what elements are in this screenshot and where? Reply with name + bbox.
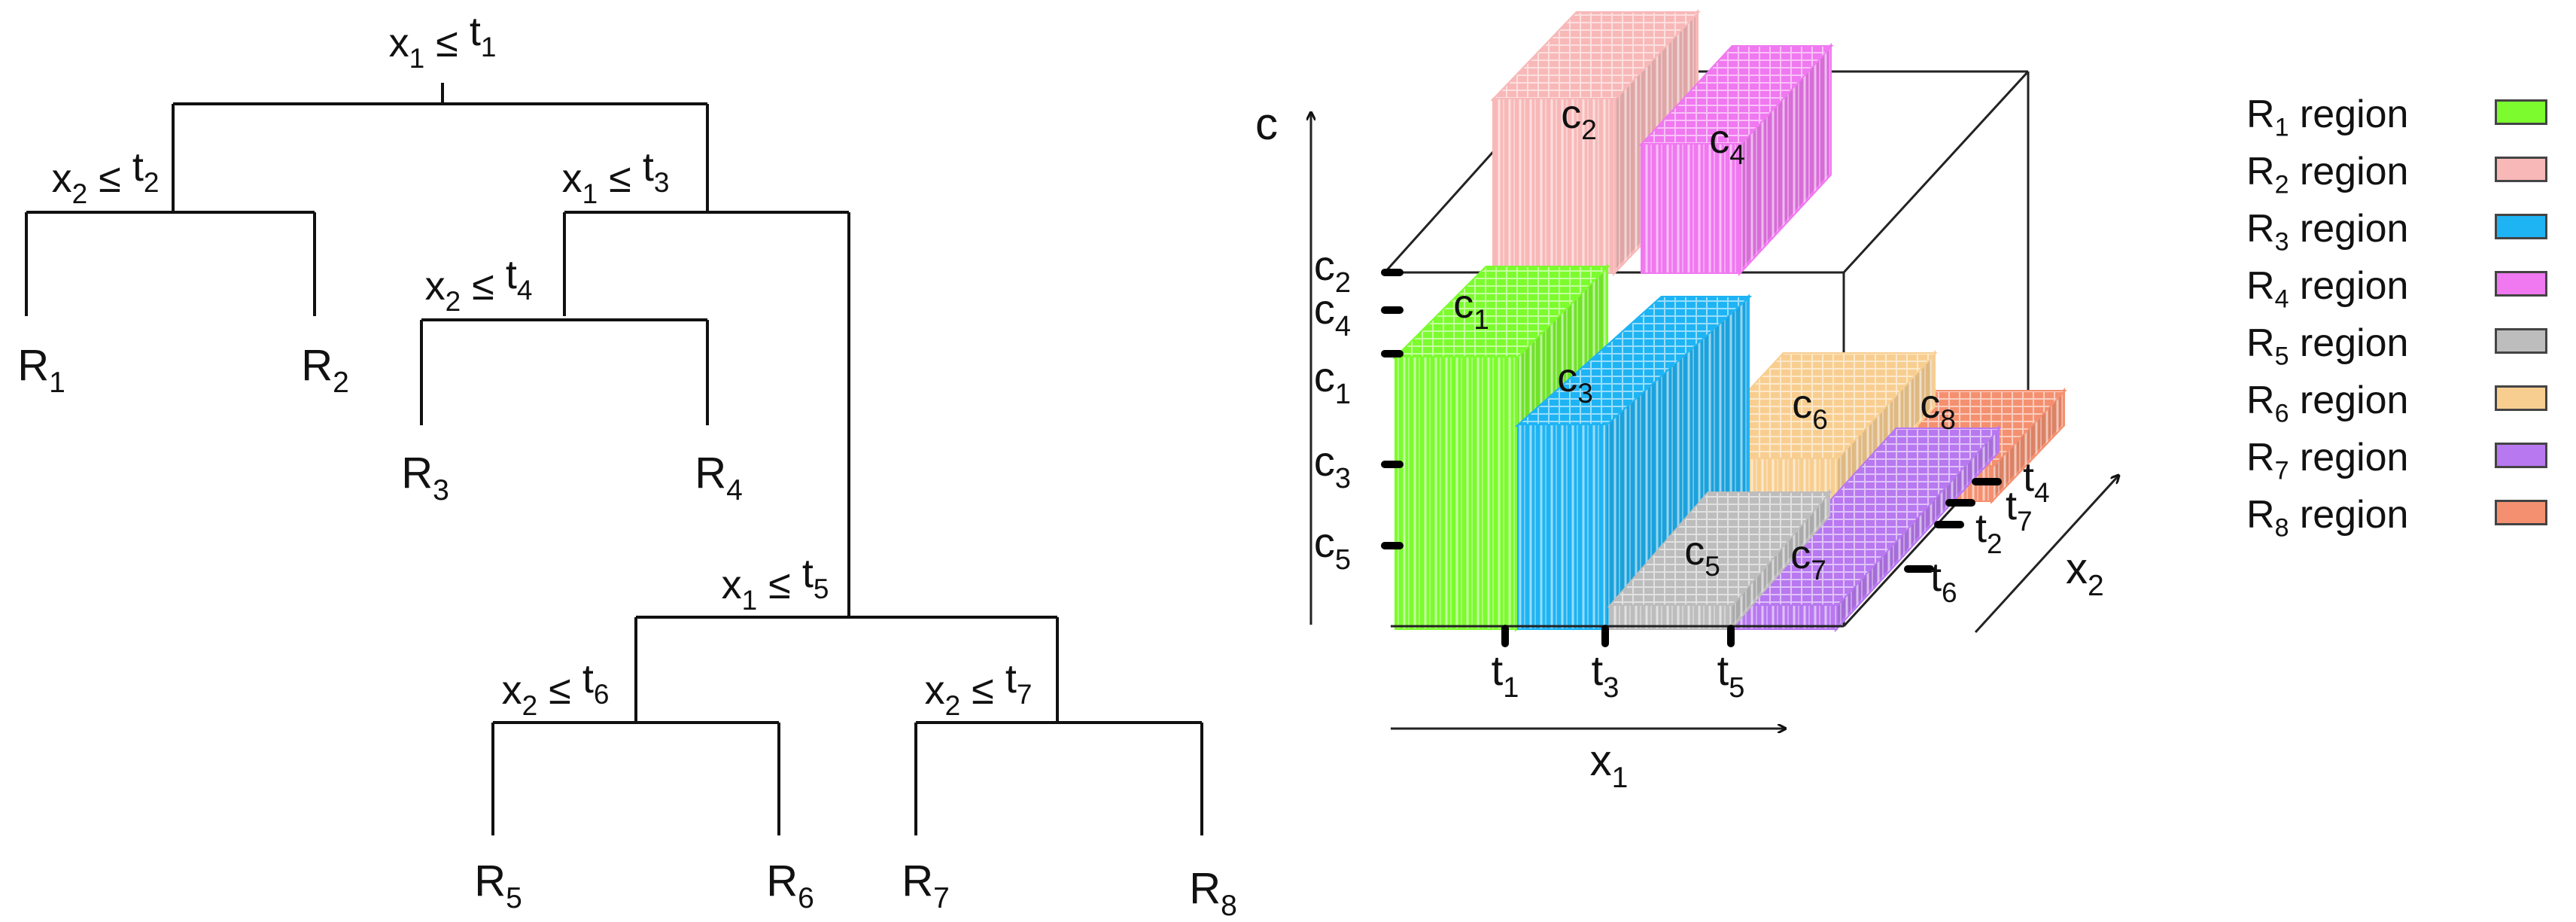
split-condition-s7: x2 ≤ t7 [925, 656, 1033, 721]
bar-label-c5: c5 [1684, 528, 1720, 582]
legend-swatch [2495, 500, 2547, 525]
bar-R5-front-texture [1610, 606, 1731, 628]
legend-swatch [2495, 99, 2547, 125]
tree-labels: x1 ≤ t1 x2 ≤ t2 x1 ≤ t3 x2 ≤ t4 x1 ≤ t5 x2 ≤ … [17, 9, 1237, 922]
bar-R3-top-texture [1519, 297, 1748, 425]
bar-R4-front-texture [1642, 145, 1740, 272]
bar-label-c6: c6 [1792, 382, 1828, 435]
leaf-R7: R7 [902, 857, 950, 914]
bar-R7-side-texture [1836, 429, 1998, 628]
bar-R2-front-texture [1494, 99, 1614, 272]
legend-item-R1: R1 region [2246, 90, 2562, 141]
x2-tick-label-t7: t7 [2006, 483, 2033, 537]
bar-R5 [1607, 488, 1832, 633]
legend-label: R7 region [2246, 436, 2409, 485]
bar-label-c2: c2 [1561, 92, 1597, 145]
legend-label: R4 region [2246, 264, 2409, 314]
split-condition-s4: x2 ≤ t4 [425, 252, 533, 317]
split-condition-s3: x1 ≤ t3 [562, 145, 670, 209]
box-edge [1842, 70, 2030, 274]
decision-tree [25, 83, 1203, 835]
legend-label: R3 region [2246, 207, 2409, 257]
bar-R7 [1731, 424, 2002, 633]
c-tick-label-c5: c5 [1314, 519, 1351, 576]
leaf-R3: R3 [401, 449, 449, 507]
legend-swatch [2495, 271, 2547, 297]
bar-R8-side-texture [1992, 391, 2064, 501]
c-tick-label-c4: c4 [1314, 285, 1351, 342]
legend-item-R3: R3 region [2246, 205, 2562, 256]
legend-item-R5: R5 region [2246, 319, 2562, 370]
c-axis-label: c [1255, 99, 1278, 149]
x2-axis-label: x2 [2066, 544, 2104, 602]
split-condition-s1: x1 ≤ t1 [389, 9, 497, 74]
c-tick-label-c1: c1 [1314, 353, 1351, 410]
x2-axis [1974, 476, 2118, 634]
bar-R4-side-texture [1740, 47, 1830, 272]
bar-label-c3: c3 [1557, 355, 1593, 409]
legend-item-R2: R2 region [2246, 148, 2562, 199]
leaf-R8: R8 [1189, 864, 1237, 918]
legend-label: R2 region [2246, 150, 2409, 199]
bar-R2-top-texture [1494, 13, 1697, 99]
bar-R7-front-texture [1735, 606, 1836, 628]
bar-label-c7: c7 [1790, 532, 1826, 586]
bar-label-c1: c1 [1453, 281, 1489, 335]
legend-swatch [2495, 157, 2547, 182]
c-tick-label-c2: c2 [1314, 242, 1351, 299]
legend-item-R4: R4 region [2246, 262, 2562, 313]
region-bars [1392, 9, 2067, 633]
bar-R3-side-texture [1605, 297, 1748, 628]
bar-R4 [1638, 42, 1834, 277]
legend-label: R1 region [2246, 93, 2409, 142]
x2-tick-label-t6: t6 [1930, 555, 1957, 608]
legend-label: R8 region [2246, 493, 2409, 543]
bar-label-c8: c8 [1920, 382, 1956, 435]
legend-item-R8: R8 region [2246, 491, 2562, 542]
legend-swatch [2495, 214, 2547, 239]
bar-R5-side-texture [1731, 493, 1829, 628]
leaf-R4: R4 [695, 449, 743, 507]
x1-tick-label-t5: t5 [1717, 647, 1745, 704]
split-condition-s5: x1 ≤ t5 [722, 551, 829, 616]
bar-R3 [1514, 294, 1753, 632]
leaf-R1: R1 [17, 341, 65, 399]
x2-tick-label-t2: t2 [1975, 506, 2003, 559]
leaf-R5: R5 [474, 857, 522, 914]
bar-label-c4: c4 [1709, 117, 1745, 170]
legend-item-R6: R6 region [2246, 376, 2562, 428]
bar-R1-top-texture [1396, 267, 1607, 358]
x1-tick-label-t1: t1 [1492, 647, 1519, 704]
legend-label: R5 region [2246, 321, 2409, 371]
legend-swatch [2495, 385, 2547, 411]
split-condition-s2: x2 ≤ t2 [52, 145, 160, 209]
legend-item-R7: R7 region [2246, 434, 2562, 485]
axis-ticks [1381, 269, 2002, 647]
leaf-R2: R2 [301, 341, 349, 399]
leaf-R6: R6 [766, 857, 814, 914]
split-condition-s6: x2 ≤ t6 [502, 656, 610, 721]
bar-R7-top-texture [1735, 429, 1998, 606]
axes [1311, 113, 2118, 729]
bar-R3-front-texture [1519, 425, 1605, 628]
legend-swatch [2495, 443, 2547, 468]
bar-R1-front-texture [1396, 358, 1516, 628]
x1-tick-label-t3: t3 [1592, 647, 1620, 704]
x2-tick-label-t4: t4 [2023, 455, 2050, 508]
legend-label: R6 region [2246, 379, 2409, 428]
bar-R4-top-texture [1642, 47, 1830, 145]
x1-axis-label: x1 [1590, 736, 1629, 794]
c-tick-label-c3: c3 [1314, 437, 1351, 494]
legend-swatch [2495, 328, 2547, 354]
bar-R5-top-texture [1610, 493, 1829, 606]
